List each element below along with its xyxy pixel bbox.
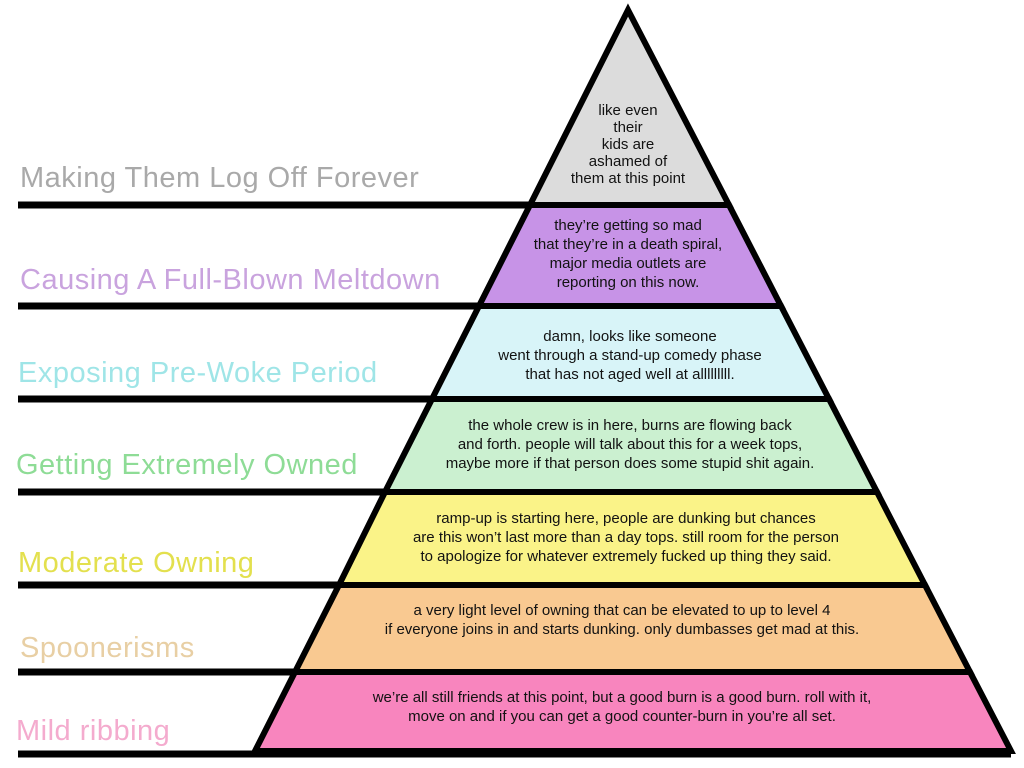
text-line: that has not aged well at alllllllll. [525, 366, 735, 383]
band-text-pre-woke-period: damn, looks like someone went through a … [420, 327, 840, 384]
band-shape-mild-ribbing [250, 669, 1016, 754]
text-line: went through a stand-up comedy phase [498, 347, 762, 364]
level-label-mild-ribbing: Mild ribbing [16, 715, 171, 747]
text-line: major media outlets are [549, 255, 707, 272]
text-line: them at this point [570, 170, 686, 187]
text-line: that they’re in a death spiral, [533, 236, 723, 253]
band-text-log-off-forever: like even their kids are ashamed of them… [513, 102, 743, 187]
band-text-moderate-owning: ramp-up is starting here, people are dun… [341, 509, 911, 566]
text-line: if everyone joins in and starts dunking.… [384, 621, 860, 638]
level-label-full-blown-meltdown: Causing A Full-Blown Meltdown [20, 264, 441, 296]
band-text-mild-ribbing: we’re all still friends at this point, b… [252, 688, 992, 726]
band-text-extremely-owned: the whole crew is in here, burns are flo… [385, 416, 875, 473]
level-label-log-off-forever: Making Them Log Off Forever [20, 162, 420, 194]
text-line: and forth. people will talk about this f… [457, 436, 803, 453]
text-line: the whole crew is in here, burns are flo… [468, 417, 792, 434]
text-line: are this won’t last more than a day tops… [412, 529, 840, 546]
text-line: we’re all still friends at this point, b… [372, 689, 872, 706]
text-line: reporting on this now. [556, 274, 700, 291]
text-line: to apologize for whatever extremely fuck… [420, 548, 832, 565]
text-line: ramp-up is starting here, people are dun… [436, 510, 816, 527]
level-label-spoonerisms: Spoonerisms [20, 632, 195, 664]
band-text-spoonerisms: a very light level of owning that can be… [302, 601, 942, 639]
text-line: ashamed of [588, 153, 668, 170]
text-line: damn, looks like someone [543, 328, 717, 345]
level-label-pre-woke-period: Exposing Pre-Woke Period [18, 357, 378, 389]
text-line: a very light level of owning that can be… [413, 602, 831, 619]
text-line: move on and if you can get a good counte… [408, 708, 836, 725]
text-line: their [613, 119, 643, 136]
text-line: they’re getting so mad [554, 217, 702, 234]
text-line: kids are [601, 136, 655, 153]
text-line: maybe more if that person does some stup… [445, 455, 815, 472]
level-label-moderate-owning: Moderate Owning [18, 547, 255, 579]
band-text-full-blown-meltdown: they’re getting so mad that they’re in a… [468, 216, 788, 292]
text-line: like even [598, 102, 658, 119]
level-label-extremely-owned: Getting Extremely Owned [16, 449, 358, 481]
